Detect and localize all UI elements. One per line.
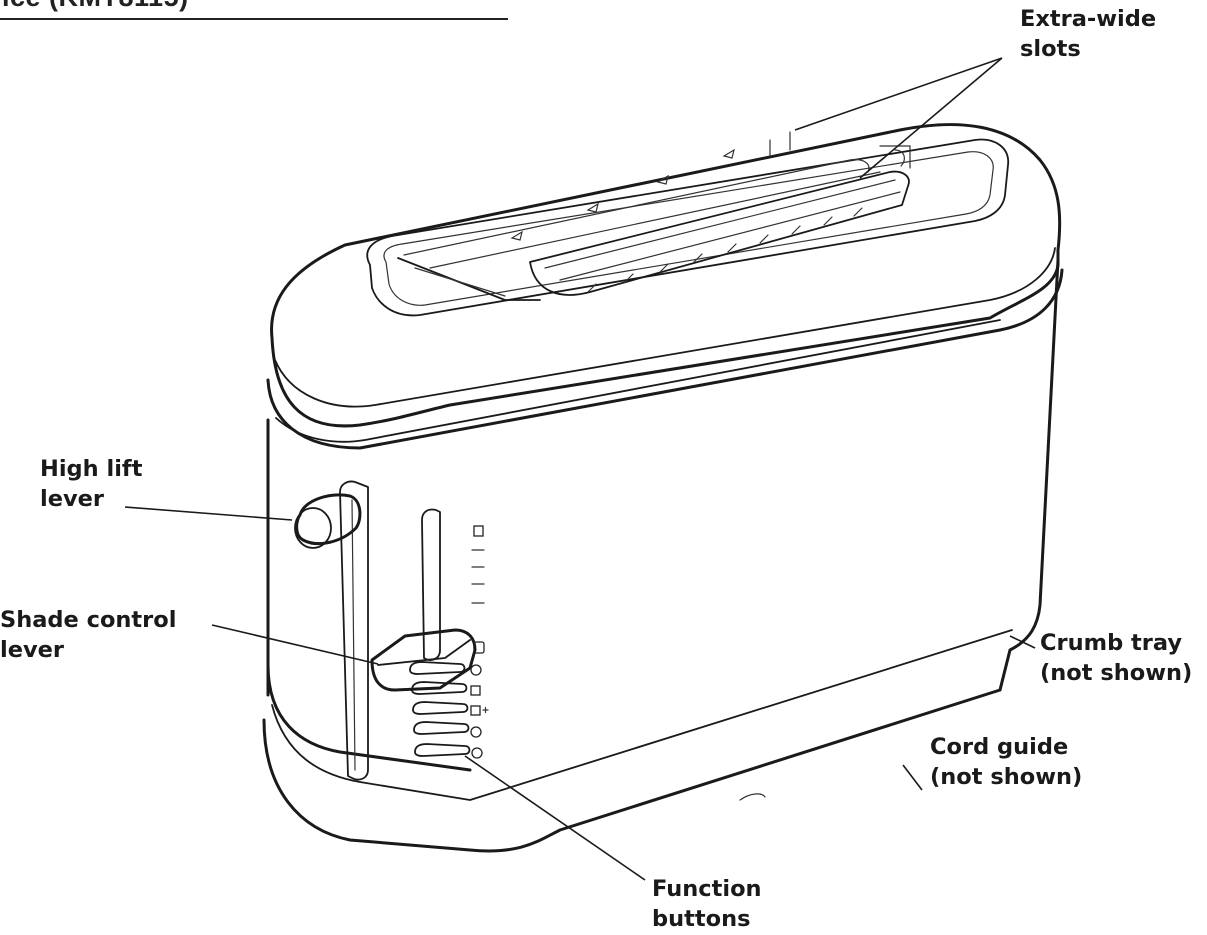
label-shade-control-lever: Shade control lever bbox=[0, 607, 177, 663]
leader-extra-wide-slots-b bbox=[859, 57, 1003, 179]
leader-extra-wide-slots-a bbox=[794, 57, 1003, 131]
leader-cord-guide bbox=[902, 764, 923, 791]
label-high-lift-lever: High lift lever bbox=[40, 456, 143, 512]
function-buttons-group bbox=[409, 661, 489, 759]
label-cord-guide: Cord guide (not shown) bbox=[930, 734, 1083, 790]
label-function-buttons: Function buttons bbox=[652, 876, 762, 932]
toaster-illustration bbox=[262, 123, 1064, 853]
leader-shade-control-lever bbox=[211, 624, 379, 665]
leader-function-buttons bbox=[464, 755, 646, 881]
label-extra-wide-slots: Extra-wide slots bbox=[1020, 6, 1157, 62]
leader-lines bbox=[124, 57, 1036, 881]
leader-crumb-tray bbox=[1009, 635, 1036, 649]
leader-high-lift-lever bbox=[124, 506, 293, 521]
figure-title: lice (KMT8115) bbox=[0, 0, 189, 13]
title-underline bbox=[0, 18, 508, 20]
label-crumb-tray: Crumb tray (not shown) bbox=[1040, 630, 1193, 686]
